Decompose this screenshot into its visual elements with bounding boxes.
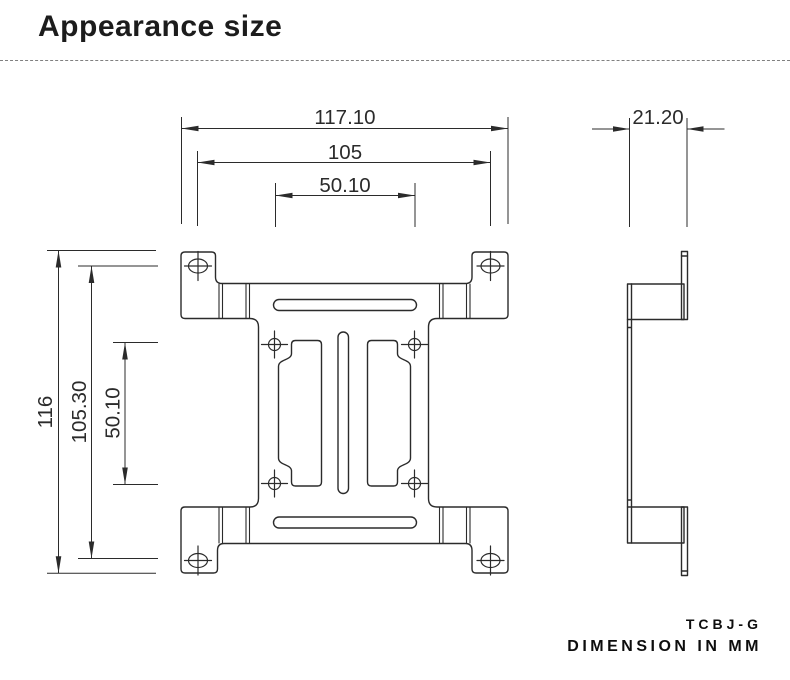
dimensions: 117.10 105 50.10 116 105.30 50.10 21.20 bbox=[34, 106, 725, 574]
dim-front-width-outer bbox=[181, 117, 509, 224]
dim-front-width-holes bbox=[197, 151, 491, 226]
slot-bottom bbox=[272, 516, 418, 529]
dim-side-depth bbox=[592, 118, 725, 227]
dashed-divider bbox=[0, 60, 790, 61]
dim-label-height-holes: 105.30 bbox=[68, 381, 91, 444]
side-bottom-flange bbox=[626, 506, 685, 544]
dimension-units-note: DIMENSION IN MM bbox=[567, 638, 762, 655]
dim-label-height-outer: 116 bbox=[34, 396, 57, 429]
bend-lines bbox=[218, 283, 471, 544]
side-top-flange bbox=[626, 283, 685, 321]
page-title: Appearance size bbox=[38, 10, 283, 43]
dim-front-height-holes bbox=[78, 265, 158, 559]
dim-label-side-depth: 21.20 bbox=[632, 106, 683, 129]
slot-center bbox=[337, 331, 350, 495]
corner-holes bbox=[183, 250, 505, 576]
side-plate bbox=[626, 318, 633, 508]
slot-top bbox=[272, 298, 418, 312]
dim-label-width-slot: 50.10 bbox=[319, 174, 370, 197]
front-view bbox=[180, 250, 509, 576]
side-view bbox=[626, 250, 689, 577]
dim-front-height-slot bbox=[113, 342, 158, 485]
front-view-outline bbox=[180, 251, 509, 574]
inner-holes bbox=[260, 330, 429, 498]
dim-front-height-outer bbox=[47, 250, 156, 574]
cutout-left bbox=[277, 339, 323, 487]
model-code: TCBJ-G bbox=[685, 616, 762, 632]
dim-label-height-slot: 50.10 bbox=[102, 387, 125, 438]
dim-label-width-outer: 117.10 bbox=[314, 106, 375, 129]
cutout-right bbox=[366, 339, 412, 487]
dim-label-width-holes: 105 bbox=[328, 141, 362, 164]
dim-front-width-slot bbox=[275, 183, 416, 227]
side-bottom-lip bbox=[680, 506, 689, 577]
